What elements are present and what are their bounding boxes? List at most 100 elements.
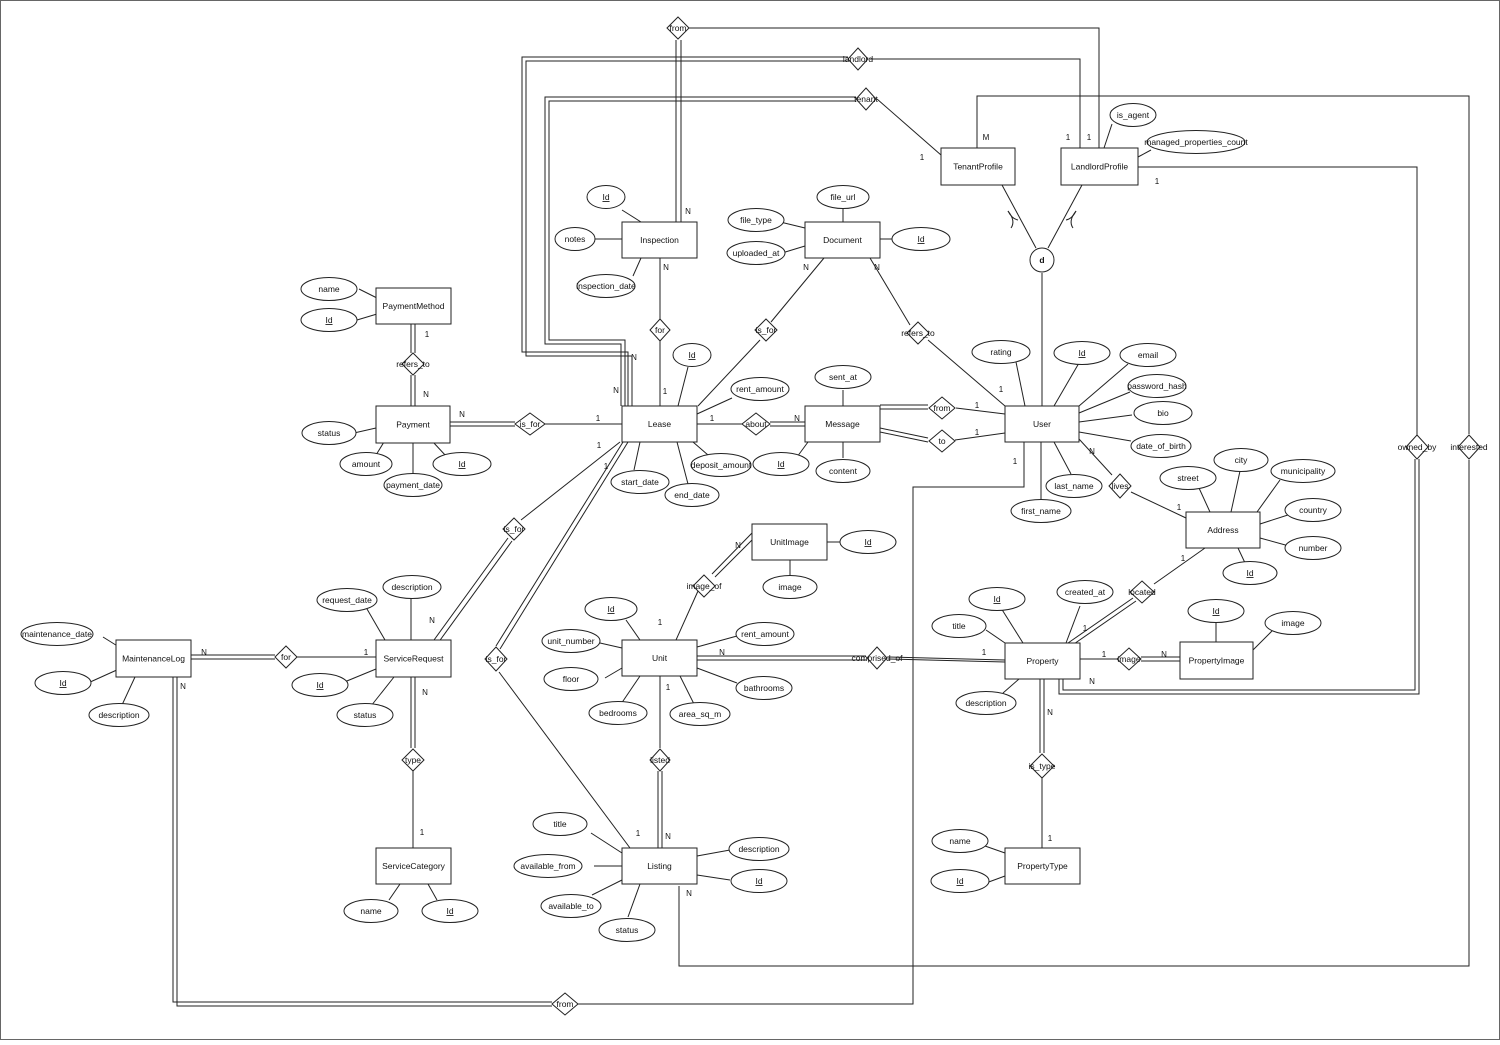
entity-address[interactable]: Address <box>1185 511 1261 549</box>
attribute-property-id[interactable]: Id <box>968 587 1026 611</box>
relationship-tenant[interactable]: tenant <box>854 87 878 111</box>
attribute-message-sent-at[interactable]: sent_at <box>814 365 872 389</box>
attribute-unit-image-id[interactable]: Id <box>839 530 897 554</box>
relationship-listed[interactable]: listed <box>649 748 671 772</box>
attribute-document-uploaded-at[interactable]: uploaded_at <box>726 241 786 265</box>
attribute-address-municipality[interactable]: municipality <box>1270 459 1336 483</box>
relationship-property-image-rel[interactable]: image <box>1116 647 1142 671</box>
attribute-user-first-name[interactable]: first_name <box>1010 499 1072 523</box>
attribute-unit-number[interactable]: unit_number <box>541 629 601 653</box>
attribute-payment-id[interactable]: Id <box>432 452 492 476</box>
attribute-listing-available-from[interactable]: available_from <box>513 854 583 878</box>
attribute-listing-title[interactable]: title <box>532 812 588 836</box>
relationship-user-lives[interactable]: lives <box>1108 473 1132 499</box>
attribute-user-password-hash[interactable]: password_hash <box>1127 374 1187 398</box>
entity-property-type[interactable]: PropertyType <box>1004 847 1081 885</box>
entity-unit[interactable]: Unit <box>621 639 698 677</box>
attribute-unit-rent-amount[interactable]: rent_amount <box>735 622 795 646</box>
entity-payment[interactable]: Payment <box>375 405 451 444</box>
attribute-unit-id[interactable]: Id <box>584 597 638 621</box>
attribute-property-image-image[interactable]: image <box>1264 611 1322 635</box>
attribute-lease-deposit-amount[interactable]: deposit_amount <box>690 453 752 477</box>
relationship-is-type[interactable]: is_type <box>1029 753 1056 779</box>
entity-payment-method[interactable]: PaymentMethod <box>375 287 452 325</box>
entity-user[interactable]: User <box>1004 405 1080 443</box>
attribute-payment-method-id[interactable]: Id <box>300 308 358 332</box>
attribute-property-description[interactable]: description <box>955 691 1017 715</box>
entity-landlord-profile[interactable]: LandlordProfile <box>1060 147 1139 186</box>
attribute-property-title[interactable]: title <box>931 614 987 638</box>
attribute-user-date-of-birth[interactable]: date_of_birth <box>1130 434 1192 458</box>
entity-message[interactable]: Message <box>804 405 881 443</box>
relationship-inspection-for[interactable]: for <box>649 318 671 342</box>
relationship-payment-is-for[interactable]: is_for <box>514 412 546 436</box>
attribute-payment-status[interactable]: status <box>301 421 357 445</box>
entity-service-request[interactable]: ServiceRequest <box>375 639 452 678</box>
attribute-lease-start-date[interactable]: start_date <box>610 470 670 494</box>
entity-property[interactable]: Property <box>1004 642 1081 680</box>
attribute-service-request-status[interactable]: status <box>336 703 394 727</box>
attribute-listing-status[interactable]: status <box>598 918 656 942</box>
attribute-property-type-name[interactable]: name <box>931 829 989 853</box>
relationship-owned-by[interactable]: owned_by <box>1398 434 1438 460</box>
entity-inspection[interactable]: Inspection <box>621 221 698 259</box>
attribute-user-bio[interactable]: bio <box>1133 401 1193 425</box>
attribute-payment-amount[interactable]: amount <box>339 452 393 476</box>
attribute-address-street[interactable]: street <box>1159 466 1217 490</box>
relationship-message-from[interactable]: from <box>928 396 956 420</box>
relationship-from-top[interactable]: from <box>666 16 690 40</box>
attribute-maintenance-date[interactable]: maintenance_date <box>20 622 94 646</box>
attribute-service-request-date[interactable]: request_date <box>316 588 378 612</box>
relationship-document-refers-to[interactable]: refers_to <box>901 321 935 345</box>
entity-listing[interactable]: Listing <box>621 847 698 885</box>
attribute-listing-available-to[interactable]: available_to <box>540 894 602 918</box>
relationship-landlord[interactable]: landlord <box>843 47 874 71</box>
relationship-from-bottom[interactable]: from <box>551 992 579 1016</box>
attribute-managed-properties-count[interactable]: managed_properties_count <box>1144 130 1248 154</box>
attribute-lease-id[interactable]: Id <box>672 343 712 367</box>
attribute-document-id[interactable]: Id <box>891 227 951 251</box>
attribute-maintenance-id[interactable]: Id <box>34 671 92 695</box>
attribute-unit-area[interactable]: area_sq_m <box>669 702 731 726</box>
attribute-address-country[interactable]: country <box>1284 498 1342 522</box>
attribute-message-id[interactable]: Id <box>752 452 810 476</box>
relationship-listing-is-for[interactable]: is_for <box>484 646 508 672</box>
entity-maintenance-log[interactable]: MaintenanceLog <box>115 639 192 678</box>
attribute-user-id[interactable]: Id <box>1053 341 1111 365</box>
relationship-message-about[interactable]: about <box>741 412 771 436</box>
attribute-address-number[interactable]: number <box>1284 536 1342 560</box>
attribute-document-file-type[interactable]: file_type <box>727 208 785 232</box>
relationship-interested[interactable]: interested <box>1450 434 1488 460</box>
entity-tenant-profile[interactable]: TenantProfile <box>940 147 1016 186</box>
attribute-user-last-name[interactable]: last_name <box>1045 474 1103 498</box>
entity-service-category[interactable]: ServiceCategory <box>375 847 452 885</box>
attribute-property-type-id[interactable]: Id <box>930 869 990 893</box>
relationship-comprised-of[interactable]: comprised_of <box>851 646 903 670</box>
attribute-service-request-description[interactable]: description <box>382 575 442 599</box>
attribute-payment-method-name[interactable]: name <box>300 277 358 301</box>
entity-document[interactable]: Document <box>804 221 881 259</box>
entity-property-image[interactable]: PropertyImage <box>1179 641 1254 680</box>
relationship-document-is-for[interactable]: is_for <box>754 318 778 342</box>
attribute-service-category-name[interactable]: name <box>343 899 399 923</box>
attribute-property-created-at[interactable]: created_at <box>1056 580 1114 604</box>
attribute-message-content[interactable]: content <box>815 459 871 483</box>
relationship-request-is-for[interactable]: is_for <box>502 517 526 541</box>
attribute-unit-floor[interactable]: floor <box>543 667 599 691</box>
attribute-listing-description[interactable]: description <box>728 837 790 861</box>
attribute-is-agent[interactable]: is_agent <box>1109 103 1157 127</box>
relationship-address-located[interactable]: located <box>1128 580 1156 604</box>
relationship-image-of[interactable]: image_of <box>687 574 723 598</box>
attribute-unit-bedrooms[interactable]: bedrooms <box>588 701 648 725</box>
attribute-user-email[interactable]: email <box>1119 343 1177 367</box>
relationship-request-type[interactable]: type <box>401 748 425 772</box>
attribute-document-file-url[interactable]: file_url <box>816 185 870 209</box>
attribute-listing-id[interactable]: Id <box>730 869 788 893</box>
attribute-service-request-id[interactable]: Id <box>291 673 349 697</box>
disjoint-specialization[interactable]: d <box>1029 247 1055 273</box>
attribute-address-id[interactable]: Id <box>1222 561 1278 585</box>
attribute-lease-rent-amount[interactable]: rent_amount <box>730 377 790 401</box>
attribute-property-image-id[interactable]: Id <box>1187 599 1245 623</box>
entity-lease[interactable]: Lease <box>621 405 698 443</box>
attribute-user-rating[interactable]: rating <box>971 340 1031 364</box>
